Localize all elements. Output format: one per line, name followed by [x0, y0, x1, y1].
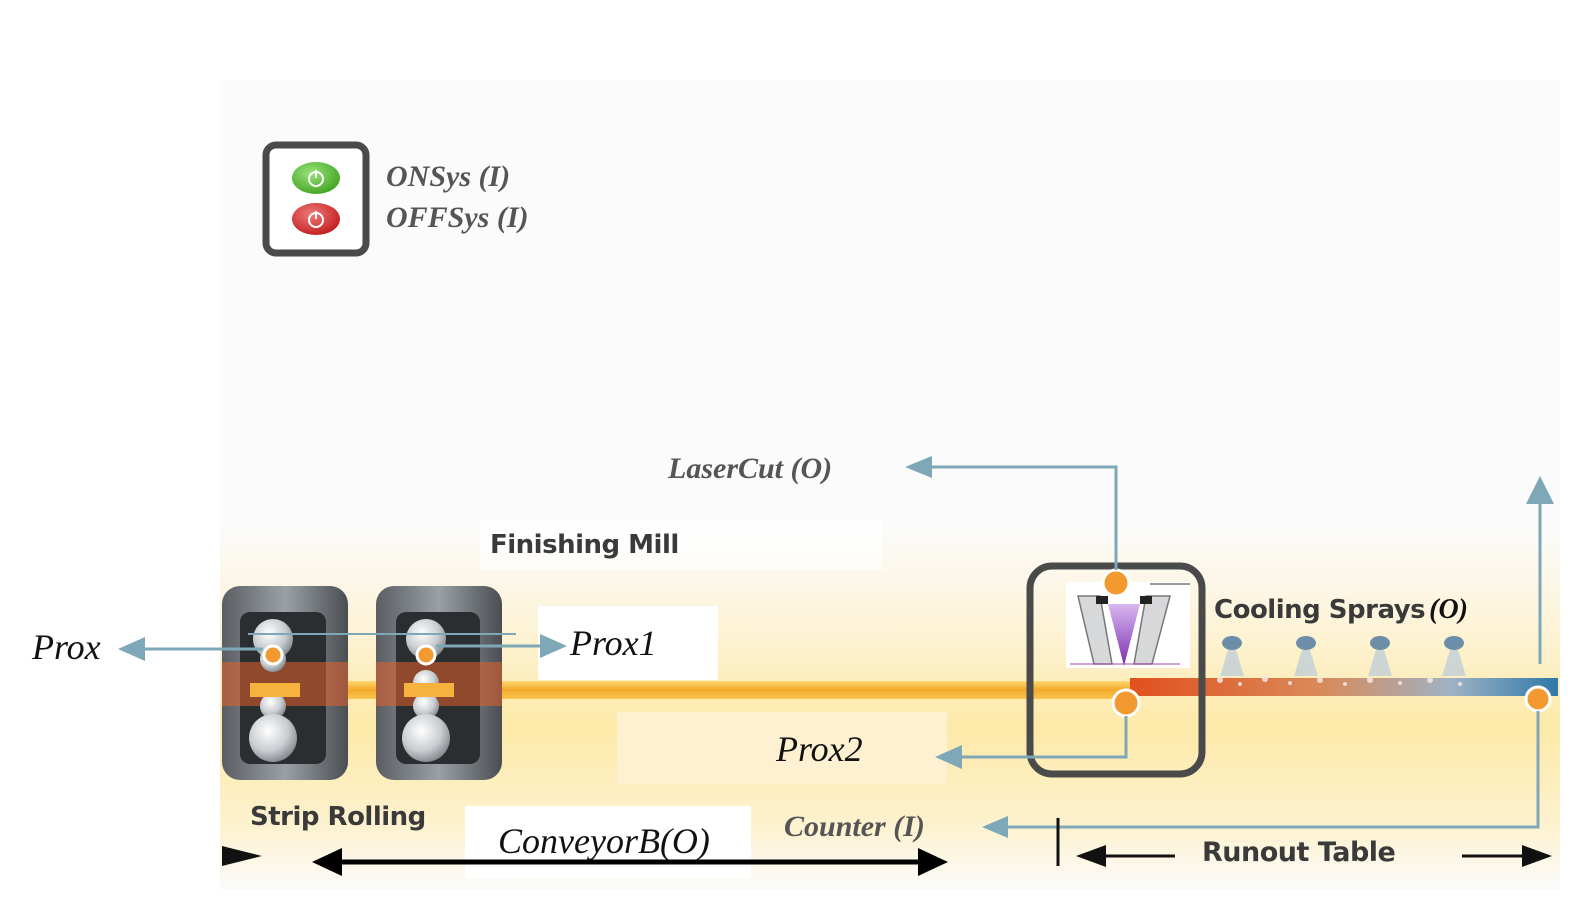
cooling-output-arrow	[1526, 476, 1554, 664]
finishing-mill-label: Finishing Mill	[490, 530, 679, 560]
finishing-mill-label-bg	[480, 520, 882, 570]
prox-arrow	[118, 637, 263, 661]
rolling-stand-2	[376, 586, 502, 780]
prox1-sensor	[415, 644, 437, 666]
prox1-label-bg	[538, 606, 718, 680]
spray-nozzles	[1220, 636, 1466, 676]
prox2-arrow	[935, 716, 1128, 769]
counter-label: Counter (I)	[784, 810, 925, 843]
prox-sensor	[262, 644, 284, 666]
strip-rolling-direction-arrow	[222, 846, 262, 866]
cooling-sprays-suffix: (O)	[1429, 594, 1469, 625]
prox-label: Prox	[32, 627, 101, 667]
strip-rolling-label: Strip Rolling	[250, 802, 426, 832]
runout-table-arrows	[1056, 818, 1552, 867]
counter-sensor	[1524, 685, 1552, 713]
spray-nozzle-icon	[1368, 636, 1392, 676]
spray-mist	[1217, 676, 1462, 686]
spray-nozzle-icon	[1442, 636, 1466, 676]
conveyor-label-bg	[465, 806, 751, 878]
conveyor-double-arrow	[312, 848, 948, 876]
prox1-arrow	[436, 634, 567, 658]
spray-nozzle-icon	[1294, 636, 1318, 676]
prox2-sensor	[1111, 688, 1141, 718]
conveyor-label: ConveyorB(O)	[498, 821, 710, 861]
rolling-stand-1	[222, 586, 348, 780]
on-system-label: ONSys (I)	[386, 160, 511, 193]
runout-table-label: Runout Table	[1202, 837, 1396, 868]
lasercut-label: LaserCut (O)	[668, 452, 833, 485]
spray-nozzle-icon	[1220, 636, 1244, 676]
cooling-strip	[1130, 678, 1558, 696]
cooling-sprays-label: Cooling Sprays (O)	[1214, 594, 1468, 626]
lasercut-arrow	[905, 456, 1118, 570]
cooling-sprays-text: Cooling Sprays	[1214, 595, 1426, 625]
laser-sensor	[1101, 568, 1131, 598]
laser-cutter-enclosure	[1026, 562, 1206, 778]
prox2-label-bg	[617, 712, 947, 784]
counter-arrow	[982, 711, 1540, 838]
off-system-label: OFFSys (I)	[386, 201, 529, 234]
prox2-label: Prox2	[776, 729, 863, 769]
prox1-label: Prox1	[570, 623, 657, 663]
system-button-panel	[262, 141, 370, 257]
